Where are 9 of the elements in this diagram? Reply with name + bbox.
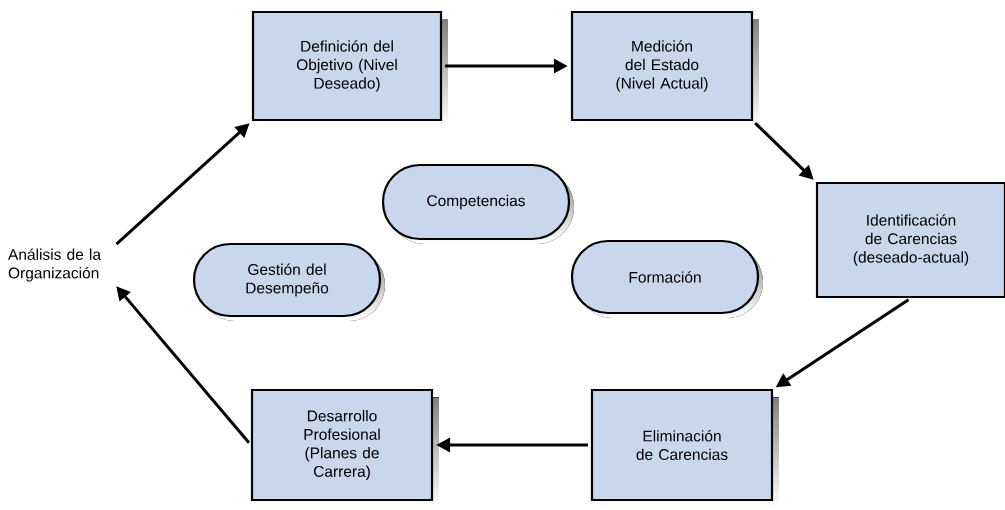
process-box: Identificación de Carencias (deseado-actual): [815, 181, 1005, 304]
process-box: Desarrollo Profesional (Planes de Carrera): [250, 388, 439, 507]
process-box: Eliminación de Carencias: [590, 388, 779, 507]
rounded-box: Formación: [570, 239, 763, 318]
rounded-box: Gestión del Desempeño: [192, 242, 385, 321]
process-box: Definición del Objetivo (Nivel Deseado): [251, 10, 448, 127]
rounded-box: Competencias: [381, 163, 574, 244]
side-label: Análisis de la Organización: [8, 248, 101, 282]
process-box: Medición del Estado (Nivel Actual): [570, 10, 759, 127]
